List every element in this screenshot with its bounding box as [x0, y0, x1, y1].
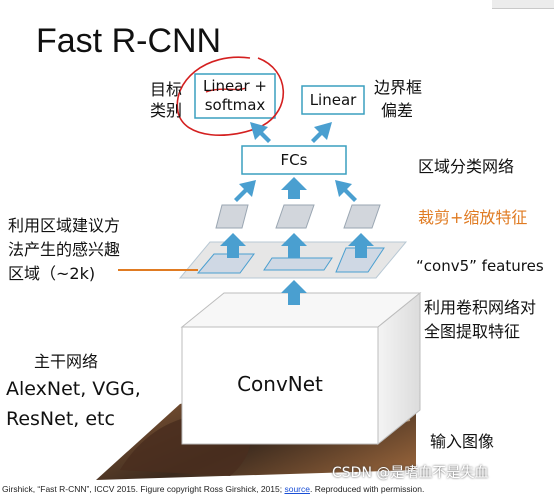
arrow-up-icon	[220, 233, 246, 258]
source-link[interactable]: source	[284, 484, 310, 494]
bbox-label-line2: 偏差	[381, 101, 414, 120]
linear-box	[301, 85, 365, 115]
linear-label: Linear	[309, 91, 357, 109]
arrow-up-icon	[250, 122, 271, 143]
roi-3	[335, 247, 385, 273]
diagram-title: Fast R-CNN	[36, 22, 222, 60]
red-underline-annotation	[205, 87, 247, 93]
arrow-up-icon	[281, 233, 307, 258]
convnet-label: ConvNet	[237, 372, 323, 396]
arrow-up-icon	[348, 233, 374, 258]
cropped-feature-2	[275, 204, 315, 229]
fcs-box	[241, 145, 347, 175]
roi-2	[263, 257, 333, 271]
arrow-up-icon	[281, 280, 307, 305]
cropped-feature-3	[343, 204, 381, 229]
arrows	[220, 122, 374, 305]
csdn-watermark: CSDN @是嗜血不是失血	[332, 465, 489, 481]
class-label-line1: 目标	[150, 80, 183, 99]
cropped-feature-1	[215, 204, 249, 229]
window-edge-fragment	[492, 0, 554, 9]
bbox-label-line1: 边界框	[374, 78, 423, 97]
roi-label-line1: 利用区域建议方	[8, 216, 121, 235]
class-label-line2: 类别	[150, 101, 183, 120]
arrow-up-icon	[281, 177, 307, 199]
roi-label-line3: 区域（~2k)	[8, 264, 96, 283]
fcs-label: FCs	[280, 151, 308, 169]
crop-resize-label: 裁剪+缩放特征	[418, 208, 528, 227]
backbone-title: 主干网络	[34, 352, 99, 371]
region-classify-label: 区域分类网络	[418, 157, 515, 176]
arrow-up-icon	[335, 180, 357, 202]
citation-tail: . Reproduced with permission.	[309, 484, 425, 494]
conv5-feature-map	[178, 241, 408, 279]
backbone-list-1: AlexNet, VGG,	[6, 378, 141, 400]
roi-pointer-line	[118, 269, 198, 271]
roi-label-line2: 法产生的感兴趣	[8, 240, 121, 259]
citation-footer: Girshick, “Fast R-CNN”, ICCV 2015. Figur…	[2, 484, 424, 494]
conv5-label: “conv5” features	[416, 257, 544, 275]
red-circle-annotation	[176, 56, 285, 136]
arrow-up-icon	[234, 180, 256, 202]
citation-text: Girshick, “Fast R-CNN”, ICCV 2015. Figur…	[2, 484, 285, 494]
backbone-list-2: ResNet, etc	[6, 408, 115, 430]
input-image-label: 输入图像	[430, 432, 495, 451]
convnet-front	[181, 326, 379, 445]
convnet-block	[180, 291, 422, 446]
extract-label-line2: 全图提取特征	[424, 322, 521, 341]
linear-softmax-label: Linear + softmax	[203, 77, 267, 114]
linear-softmax-box	[194, 73, 276, 119]
extract-label-line1: 利用卷积网络对	[424, 298, 537, 317]
arrow-up-icon	[311, 122, 332, 143]
roi-1	[196, 253, 255, 274]
